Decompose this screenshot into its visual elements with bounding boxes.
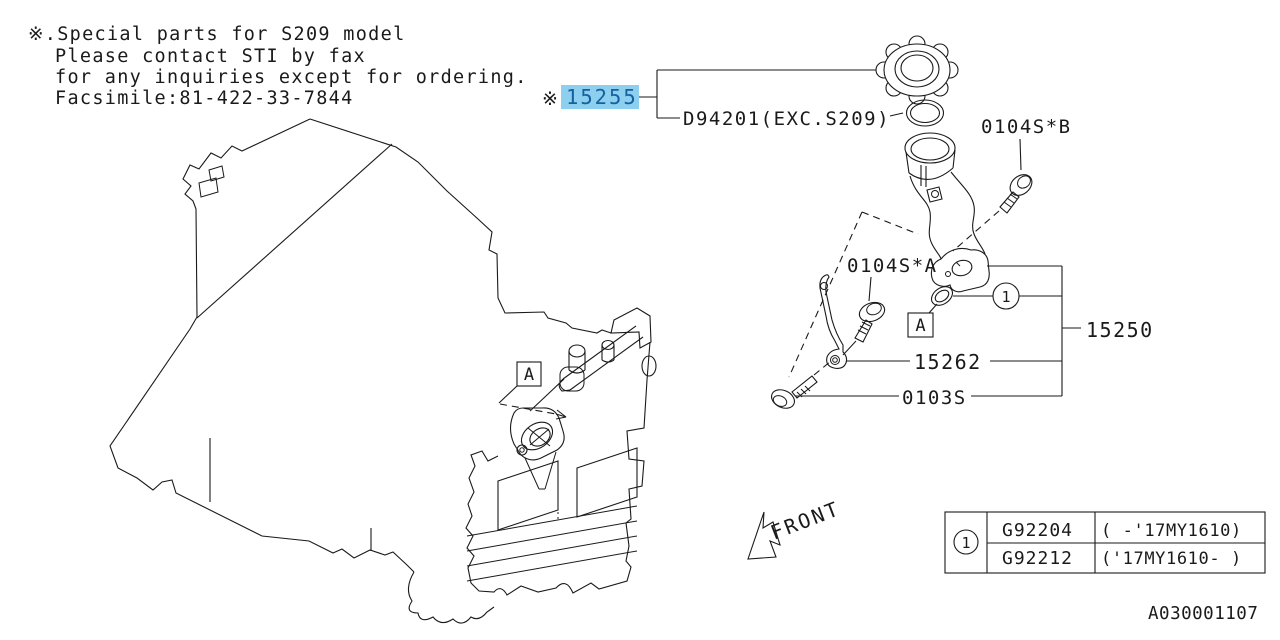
applicability-table: 1 G92204 ( -'17MY1610) G92212 ('17MY1610… xyxy=(944,511,1266,574)
filler-duct xyxy=(904,132,990,293)
part-label-0104s-b[interactable]: 0104S*B xyxy=(981,116,1072,138)
o-ring xyxy=(905,99,945,127)
part-label-0103s[interactable]: 0103S xyxy=(902,387,967,409)
callout-1-circle: 1 xyxy=(953,282,1062,310)
s209-note: ※.Special parts for S209 model Please co… xyxy=(28,24,528,109)
position-dash-right xyxy=(861,211,919,235)
front-indicator: FRONT xyxy=(747,496,844,560)
engine-front-cover: A xyxy=(465,307,657,596)
oil-filler-cap xyxy=(875,35,959,105)
front-arrow-icon xyxy=(747,511,781,560)
gasket xyxy=(930,286,954,306)
view-a-label-engine: A xyxy=(524,365,534,385)
front-label: FRONT xyxy=(767,496,843,544)
bolt-0104s-a xyxy=(842,276,886,356)
table-applicability-1: ( -'17MY1610) xyxy=(1101,521,1242,541)
table-part-no-1[interactable]: G92204 xyxy=(1002,520,1073,541)
view-a-label-diagram: A xyxy=(915,316,925,336)
filler-boss xyxy=(509,407,565,490)
part-number-15255[interactable]: 15255 xyxy=(566,85,638,109)
part-label-d94201[interactable]: D94201(EXC.S209) xyxy=(683,108,890,130)
part-label-15255[interactable]: 15255 xyxy=(561,85,639,109)
engine-outline xyxy=(109,118,612,624)
table-row[interactable]: G92204 ( -'17MY1610) xyxy=(1002,520,1242,541)
bolt-0103s xyxy=(770,360,832,409)
table-row[interactable]: G92212 ('17MY1610- ) xyxy=(1002,548,1242,569)
diagram-code: A030001107 xyxy=(1148,604,1258,624)
table-applicability-2: ('17MY1610- ) xyxy=(1101,549,1242,569)
view-a-box-diagram: A xyxy=(907,303,938,338)
position-dash-left xyxy=(788,211,863,378)
callout-1-label: 1 xyxy=(1001,288,1010,306)
view-a-box-engine: A xyxy=(498,361,567,420)
stay-bracket xyxy=(819,274,848,369)
group-bracket-15250 xyxy=(795,265,1081,397)
note-line-3: for any inquiries except for ordering. xyxy=(55,67,528,88)
note-line-2: Please contact STI by fax xyxy=(55,46,366,67)
bolt-0104s-b xyxy=(952,138,1033,252)
table-part-no-2[interactable]: G92212 xyxy=(1002,548,1073,569)
part-label-15250[interactable]: 15250 xyxy=(1086,318,1154,342)
label-group-15255: ※ 15255 D94201(EXC.S209) xyxy=(542,69,904,130)
note-line-4: Facsimile:81-422-33-7844 xyxy=(55,88,354,109)
ref-mark: ※ xyxy=(542,88,559,110)
note-line-1: ※.Special parts for S209 model xyxy=(28,24,406,45)
part-label-0104s-a[interactable]: 0104S*A xyxy=(847,255,938,277)
part-label-15262[interactable]: 15262 xyxy=(914,350,982,374)
table-callout-1: 1 xyxy=(961,534,970,552)
